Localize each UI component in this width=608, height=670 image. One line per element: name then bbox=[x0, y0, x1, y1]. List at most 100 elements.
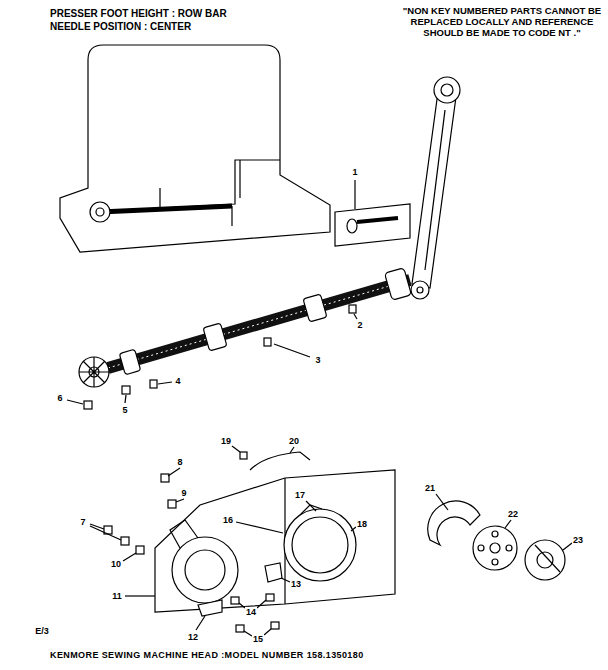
hook-assembly bbox=[292, 517, 348, 573]
hook-assembly bbox=[161, 474, 169, 482]
main-shaft bbox=[385, 268, 412, 300]
callout-number: 15 bbox=[252, 634, 264, 644]
machine-outline bbox=[90, 202, 110, 222]
sheet-ref: E/3 bbox=[34, 626, 50, 636]
leader-line bbox=[505, 520, 511, 528]
machine-outline bbox=[160, 160, 280, 208]
bobbin-parts bbox=[490, 543, 500, 553]
callout-number: 10 bbox=[110, 559, 122, 569]
callout-number: 12 bbox=[187, 632, 199, 642]
set-screw bbox=[150, 380, 157, 388]
callout-number: 11 bbox=[111, 591, 123, 601]
callout-number: 5 bbox=[121, 405, 128, 415]
hook-assembly bbox=[170, 520, 198, 548]
leader-line bbox=[67, 314, 357, 404]
hook-assembly bbox=[236, 625, 244, 632]
leader-line bbox=[158, 382, 172, 384]
mounting-plate bbox=[357, 218, 398, 222]
leader-line bbox=[274, 344, 310, 357]
set-screw bbox=[84, 401, 92, 409]
main-shaft bbox=[203, 323, 227, 351]
callout-number: 6 bbox=[56, 393, 63, 403]
hook-assembly bbox=[266, 594, 274, 601]
lever-arm bbox=[441, 84, 453, 96]
callout-number: 18 bbox=[356, 519, 368, 529]
hook-assembly bbox=[136, 546, 144, 554]
leader-line bbox=[196, 616, 205, 630]
bobbin-parts bbox=[537, 552, 553, 568]
lever-arm bbox=[425, 110, 445, 270]
leader-line bbox=[168, 468, 180, 476]
machine-outline bbox=[96, 208, 104, 216]
leader-line bbox=[290, 447, 294, 453]
leader-line bbox=[563, 543, 572, 550]
callout-number: 16 bbox=[222, 515, 234, 525]
main-shaft bbox=[303, 294, 327, 322]
bobbin-parts bbox=[428, 501, 565, 580]
leader-line bbox=[354, 314, 357, 319]
set-screw bbox=[84, 305, 356, 409]
machine-outline bbox=[239, 160, 240, 198]
mounting-plate bbox=[354, 180, 355, 209]
callout-number: 3 bbox=[314, 355, 321, 365]
callout-number: 22 bbox=[507, 509, 519, 519]
callout-number: 1 bbox=[351, 167, 358, 177]
leader-line bbox=[90, 446, 572, 636]
callout-number: 8 bbox=[176, 457, 183, 467]
main-shaft bbox=[108, 280, 410, 368]
main-shaft bbox=[203, 323, 227, 351]
bobbin-parts bbox=[492, 531, 498, 537]
main-shaft bbox=[385, 268, 412, 300]
callout-number: 19 bbox=[220, 436, 232, 446]
machine-outline bbox=[60, 45, 330, 252]
hook-assembly bbox=[250, 452, 310, 470]
callout-number: 23 bbox=[572, 535, 584, 545]
leader-line bbox=[90, 526, 121, 540]
leader-line bbox=[67, 400, 83, 404]
main-shaft bbox=[79, 357, 109, 387]
hook-assembly bbox=[240, 452, 247, 459]
hook-assembly bbox=[198, 600, 222, 616]
machine-outline bbox=[100, 206, 232, 212]
leader-line bbox=[306, 501, 316, 511]
header-note: NEEDLE POSITION : CENTER bbox=[50, 21, 191, 33]
bobbin-parts bbox=[478, 545, 484, 551]
main-shaft bbox=[79, 268, 411, 387]
mounting-plate bbox=[347, 219, 357, 233]
lever-arm bbox=[417, 287, 423, 293]
hook-assembly bbox=[155, 470, 395, 612]
hook-assembly bbox=[168, 500, 176, 508]
lever-arm bbox=[411, 77, 460, 299]
main-shaft bbox=[119, 349, 140, 375]
machine-outline bbox=[231, 206, 232, 226]
hook-assembly bbox=[104, 452, 395, 632]
callout-number: 14 bbox=[245, 607, 257, 617]
leader-line bbox=[123, 553, 136, 561]
callout-number: 2 bbox=[356, 320, 363, 330]
model-caption: KENMORE SEWING MACHINE HEAD :MODEL NUMBE… bbox=[50, 650, 364, 660]
leader-line bbox=[125, 595, 155, 596]
bobbin-parts bbox=[506, 545, 512, 551]
hook-assembly bbox=[185, 550, 225, 590]
hook-assembly bbox=[231, 597, 239, 604]
main-shaft bbox=[108, 280, 410, 368]
callout-number: 17 bbox=[294, 490, 306, 500]
leader-line bbox=[264, 629, 271, 635]
bobbin-parts bbox=[492, 559, 498, 565]
hook-assembly bbox=[284, 509, 356, 581]
main-shaft bbox=[303, 294, 327, 322]
main-shaft bbox=[119, 349, 140, 375]
hook-assembly bbox=[172, 537, 238, 603]
callout-number: 7 bbox=[79, 517, 86, 527]
bobbin-parts bbox=[428, 501, 480, 545]
mounting-plate bbox=[335, 180, 410, 246]
set-screw bbox=[122, 386, 130, 394]
set-screw bbox=[264, 338, 271, 346]
leader-line bbox=[176, 499, 184, 502]
hook-assembly bbox=[121, 537, 129, 545]
bobbin-parts bbox=[535, 545, 560, 572]
parts-note: "NON KEY NUMBERED PARTS CANNOT BE REPLAC… bbox=[402, 6, 602, 39]
bobbin-parts bbox=[525, 540, 565, 580]
